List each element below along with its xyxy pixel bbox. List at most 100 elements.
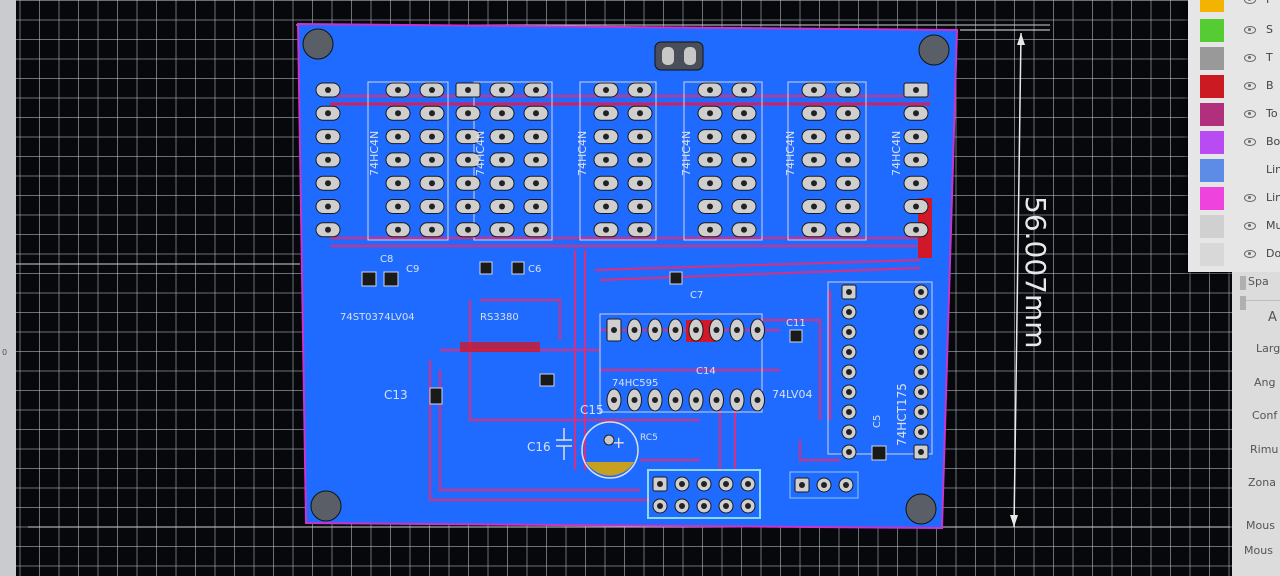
- pad-hole: [913, 226, 919, 233]
- prop-label-a[interactable]: A: [1268, 310, 1277, 325]
- layer-color-swatch[interactable]: [1200, 19, 1224, 42]
- pad-hole: [913, 180, 919, 187]
- pad-hole: [429, 87, 435, 93]
- pad-hole: [723, 503, 729, 509]
- pad-hole: [637, 226, 643, 233]
- pad-hole: [741, 156, 747, 163]
- pad-hole: [429, 133, 435, 140]
- pad-hole: [693, 397, 699, 403]
- pad-hole: [713, 327, 720, 333]
- left-ruler-mark: 0: [2, 348, 8, 357]
- layer-color-swatch[interactable]: [1200, 187, 1224, 210]
- pad-hole: [465, 110, 471, 117]
- panel-handle[interactable]: [1240, 296, 1246, 310]
- pad-hole: [918, 409, 924, 415]
- pad-hole: [845, 133, 851, 140]
- pad-hole: [611, 327, 617, 333]
- jumper-top[interactable]: [654, 41, 704, 71]
- label-c11: C11: [786, 318, 806, 329]
- pad-hole: [913, 203, 919, 210]
- layer-name: Lin: [1266, 191, 1280, 204]
- layer-row-1[interactable]: F: [1188, 0, 1280, 14]
- pad-hole: [846, 309, 852, 315]
- layer-color-swatch[interactable]: [1200, 131, 1224, 154]
- layer-row-9[interactable]: Mu: [1188, 213, 1280, 240]
- pad-hole: [603, 133, 609, 140]
- layer-color-swatch[interactable]: [1200, 159, 1224, 182]
- pad-hole: [395, 110, 401, 117]
- electrolytic-capacitor[interactable]: +: [581, 421, 639, 479]
- ic-label-3: 74HC4N: [576, 131, 589, 176]
- layer-name: Mu: [1266, 219, 1280, 232]
- pad-hole: [701, 481, 707, 487]
- layer-row-8[interactable]: Lin: [1188, 185, 1280, 212]
- pad-hole: [845, 110, 851, 117]
- ceramic-capacitor-c16[interactable]: [556, 428, 572, 460]
- eye-icon[interactable]: [1244, 222, 1256, 230]
- pad-hole: [734, 327, 740, 333]
- pad-hole: [845, 87, 851, 93]
- eye-icon[interactable]: [1244, 26, 1256, 34]
- eye-icon[interactable]: [1244, 54, 1256, 62]
- pcb-board[interactable]: [296, 22, 959, 530]
- pad-hole: [325, 87, 331, 93]
- eye-icon[interactable]: [1244, 250, 1256, 258]
- eye-icon[interactable]: [1244, 110, 1256, 118]
- dimension-label: 56.007mm: [1019, 196, 1052, 349]
- pad-hole: [707, 156, 713, 163]
- pad-hole: [325, 180, 331, 187]
- pad-hole: [846, 449, 852, 455]
- pad-hole: [465, 180, 471, 187]
- pin-header[interactable]: [647, 469, 761, 519]
- pad-hole: [723, 481, 729, 487]
- layer-row-4[interactable]: B: [1188, 73, 1280, 100]
- pad-hole: [918, 369, 924, 375]
- prop-label-width: Larg: [1256, 342, 1280, 355]
- layer-row-2[interactable]: S: [1188, 17, 1280, 44]
- pad-hole: [799, 482, 805, 488]
- pad-hole: [325, 156, 331, 163]
- pad-hole: [429, 180, 435, 187]
- pad-hole: [845, 156, 851, 163]
- layer-row-5[interactable]: To: [1188, 101, 1280, 128]
- layer-row-3[interactable]: T: [1188, 45, 1280, 72]
- ic-label-5: 74HC4N: [784, 131, 797, 176]
- layer-color-swatch[interactable]: [1200, 103, 1224, 126]
- pad-hole: [637, 156, 643, 163]
- eye-icon[interactable]: [1244, 194, 1256, 202]
- panel-handle[interactable]: [1240, 276, 1246, 290]
- pad-hole: [325, 226, 331, 233]
- layer-row-10[interactable]: Do: [1188, 241, 1280, 268]
- pad-hole: [429, 156, 435, 163]
- prop-label-mouse-1: Mous: [1246, 519, 1275, 532]
- pad-hole: [741, 226, 747, 233]
- layer-color-swatch[interactable]: [1200, 243, 1224, 266]
- pad-hole: [846, 329, 852, 335]
- layer-color-swatch[interactable]: [1200, 0, 1224, 12]
- layer-row-6[interactable]: Bo: [1188, 129, 1280, 156]
- layer-color-swatch[interactable]: [1200, 215, 1224, 238]
- mounting-holes: [302, 28, 950, 525]
- layer-name: Lin: [1266, 163, 1280, 176]
- label-c14: C14: [696, 366, 716, 377]
- label-u2: 74HC595: [612, 378, 658, 389]
- layer-color-swatch[interactable]: [1200, 47, 1224, 70]
- smd-parts[interactable]: [361, 261, 887, 461]
- eye-icon[interactable]: [1244, 138, 1256, 146]
- pad-hole: [741, 180, 747, 187]
- pad-hole: [913, 133, 919, 140]
- pad-hole: [821, 482, 827, 488]
- pad-hole: [846, 389, 852, 395]
- pad-hole: [465, 226, 471, 233]
- pad-hole: [499, 110, 505, 117]
- layer-row-7[interactable]: Lin: [1188, 157, 1280, 184]
- component-pads[interactable]: [315, 82, 929, 514]
- eye-icon[interactable]: [1244, 82, 1256, 90]
- eye-icon[interactable]: [1244, 0, 1256, 4]
- pad-hole: [918, 429, 924, 435]
- pad-hole: [533, 87, 539, 93]
- layer-color-swatch[interactable]: [1200, 75, 1224, 98]
- ic-label-1: 74HC4N: [368, 131, 381, 176]
- layer-name: B: [1266, 79, 1274, 92]
